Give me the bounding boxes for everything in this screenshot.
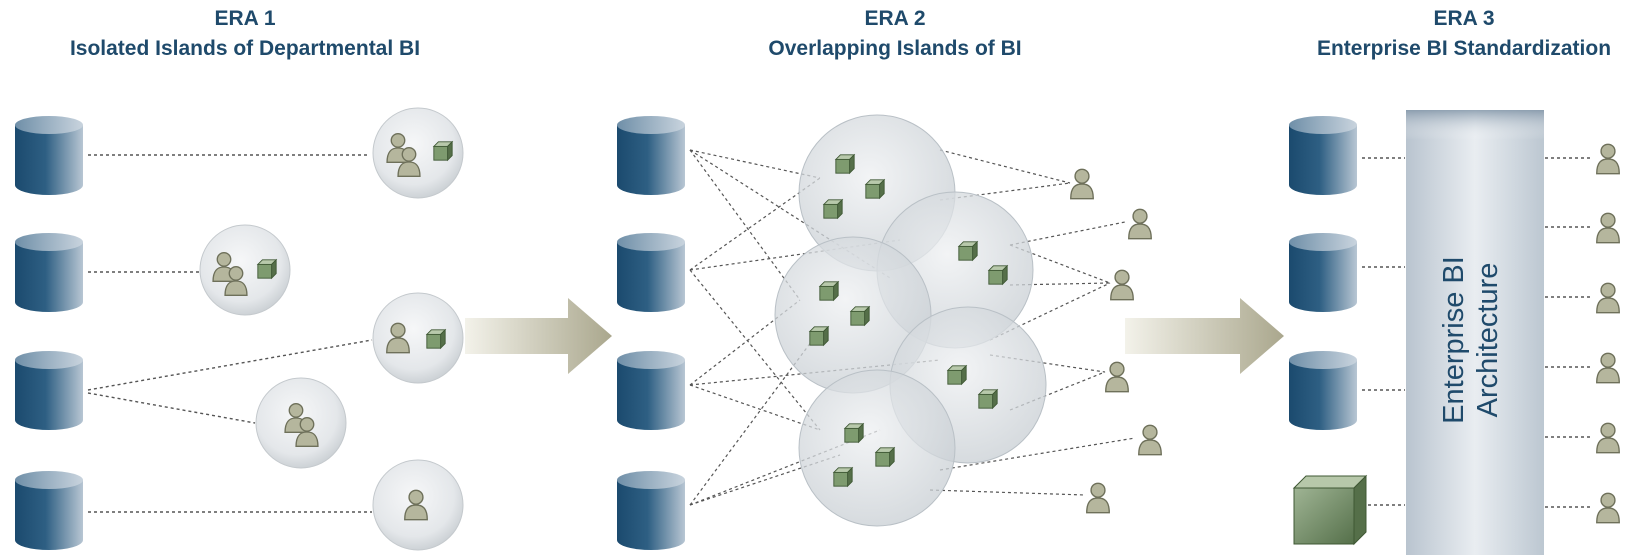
cube-icon [875, 447, 895, 467]
user-icon [1596, 282, 1620, 314]
user-icon [1138, 424, 1162, 456]
era-1-island [255, 377, 347, 469]
database-icon [1289, 233, 1357, 312]
cube-icon [988, 265, 1008, 285]
era-3-title: ERA 3 Enterprise BI Standardization [1284, 4, 1644, 65]
era-2-title: ERA 2 Overlapping Islands of BI [640, 4, 1150, 65]
user-icon [1070, 168, 1094, 200]
database-icon [15, 351, 83, 430]
user-icon [1596, 422, 1620, 454]
database-icon [1289, 351, 1357, 430]
architecture-label-line1: Enterprise BI [1438, 256, 1470, 424]
era-2-subtitle: Overlapping Islands of BI [768, 37, 1022, 61]
cube-icon [978, 389, 998, 409]
database-icon [15, 233, 83, 312]
era-1-subtitle: Isolated Islands of Departmental BI [69, 37, 421, 61]
database-icon [617, 471, 685, 550]
cube-icon [833, 467, 853, 487]
cube-icon [865, 179, 885, 199]
user-icon [1110, 269, 1134, 301]
architecture-label-line2: Architecture [1472, 263, 1504, 418]
database-icon [1289, 116, 1357, 195]
era-1-island [199, 224, 291, 316]
arrow-icon [1125, 298, 1284, 374]
cube-icon [433, 141, 453, 161]
cube-icon [426, 329, 446, 349]
cube-icon [958, 241, 978, 261]
era-1-number: ERA 1 [214, 7, 276, 30]
cube-icon [257, 259, 277, 279]
user-icon [1086, 482, 1110, 514]
era-1-connections [87, 154, 373, 513]
era-3-subtitle: Enterprise BI Standardization [1316, 37, 1612, 61]
cube-icon [835, 154, 855, 174]
cube-icon [850, 306, 870, 326]
era-3-connections [1362, 157, 1592, 508]
era-3-number: ERA 3 [1433, 7, 1495, 30]
user-icon [1596, 143, 1620, 175]
database-icon [15, 471, 83, 550]
cube-icon [947, 365, 967, 385]
cube-icon [1292, 474, 1368, 546]
database-icon [15, 116, 83, 195]
era-2-diagram [617, 114, 1162, 550]
era-2-island [798, 369, 956, 527]
cube-icon [844, 423, 864, 443]
era-1-diagram [15, 107, 464, 551]
era-1-island [372, 292, 464, 384]
user-icon [1596, 492, 1620, 524]
cube-icon [819, 281, 839, 301]
user-icon [1128, 208, 1152, 240]
era-3-diagram: Enterprise BI Architecture [1289, 110, 1620, 555]
user-icon [1105, 361, 1129, 393]
era-1-island [372, 107, 464, 199]
cube-icon [823, 199, 843, 219]
enterprise-bi-architecture-block: Enterprise BI Architecture [1406, 110, 1544, 555]
era-2-overlapping-islands [774, 114, 1047, 527]
era-1-title: ERA 1 Isolated Islands of Departmental B… [0, 4, 490, 65]
era-1-island [372, 459, 464, 551]
database-icon [617, 351, 685, 430]
user-icon [1596, 212, 1620, 244]
database-icon [617, 116, 685, 195]
arrow-icon [465, 298, 612, 374]
era-2-number: ERA 2 [864, 7, 926, 30]
cube-icon [809, 326, 829, 346]
user-icon [1596, 352, 1620, 384]
database-icon [617, 233, 685, 312]
